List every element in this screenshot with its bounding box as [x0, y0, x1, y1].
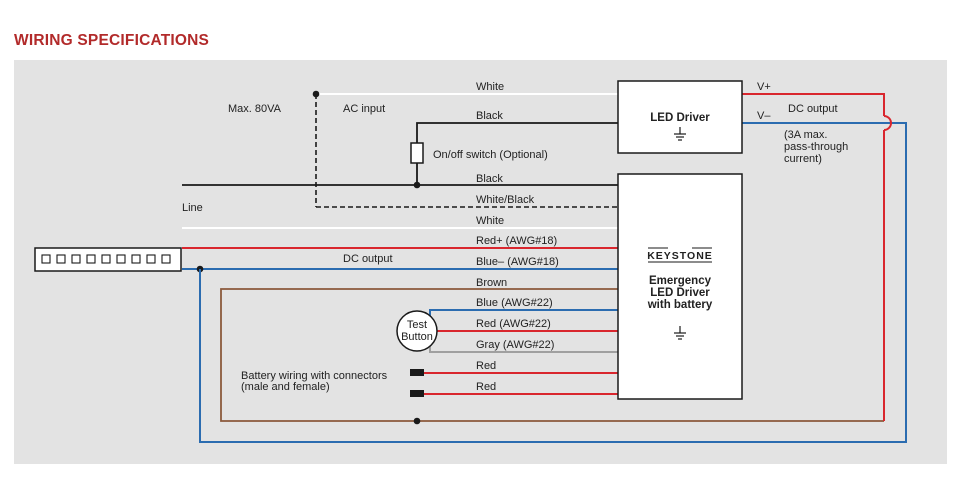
test-button-label-2: Button: [401, 331, 433, 343]
wire-blue-return: [199, 122, 907, 443]
keystone-logo: [648, 245, 712, 263]
on-off-switch-label: On/off switch (Optional): [433, 149, 548, 161]
dc-output-right-label: DC output: [788, 103, 838, 115]
wire-brown: [220, 288, 884, 422]
on-off-switch-icon: [410, 142, 424, 164]
wire-black-top: [416, 122, 618, 143]
wire-label: Brown: [476, 277, 507, 289]
ground-icon: [674, 326, 686, 340]
max-va-label: Max. 80VA: [228, 103, 282, 115]
emergency-driver-line-1: Emergency: [649, 275, 712, 287]
battery-wiring-label-1: Battery wiring with connectors: [241, 370, 388, 382]
wire-label: Gray (AWG#22): [476, 339, 554, 351]
wire-label: White/Black: [476, 194, 535, 206]
wire-red-vplus: [742, 93, 885, 116]
emergency-driver-line-3: with battery: [647, 299, 713, 311]
dc-note-line-2: pass-through: [784, 141, 848, 153]
light-fixture-icon: [34, 247, 182, 272]
wire-red-crossover: [883, 115, 892, 131]
led-driver-box: [617, 80, 743, 154]
test-button-label-1: Test: [407, 319, 427, 331]
battery-wiring-label-2: (male and female): [241, 381, 330, 393]
battery-connector-icon: [410, 369, 424, 376]
emergency-driver-box: [617, 173, 743, 400]
wire-label: Blue– (AWG#18): [476, 256, 559, 268]
junction-dot-brown: [413, 417, 421, 425]
dc-output-left-label: DC output: [343, 253, 393, 265]
v-plus-label: V+: [757, 81, 771, 93]
test-button-icon: [396, 310, 438, 352]
dc-note-line-3: current): [784, 153, 822, 165]
ac-input-label: AC input: [343, 103, 385, 115]
wire-label: Red: [476, 381, 496, 393]
wire-label: Blue (AWG#22): [476, 297, 553, 309]
line-label: Line: [182, 202, 203, 214]
dc-note-line-1: (3A max.: [784, 129, 827, 141]
wire-label: Black: [476, 173, 503, 185]
wire-label: Red+ (AWG#18): [476, 235, 557, 247]
wire-label: White: [476, 81, 504, 93]
emergency-driver-line-2: LED Driver: [650, 287, 710, 299]
wire-label: White: [476, 215, 504, 227]
wire-label: Red (AWG#22): [476, 318, 551, 330]
v-minus-label: V–: [757, 110, 771, 122]
brand-logo-text: KEYSTONE: [647, 250, 713, 262]
battery-connector-icon: [410, 390, 424, 397]
wire-label: Black: [476, 110, 503, 122]
ground-icon: [674, 127, 686, 141]
led-driver-label: LED Driver: [650, 112, 710, 124]
page-title: WIRING SPECIFICATIONS: [14, 32, 210, 49]
wire-label: Red: [476, 360, 496, 372]
